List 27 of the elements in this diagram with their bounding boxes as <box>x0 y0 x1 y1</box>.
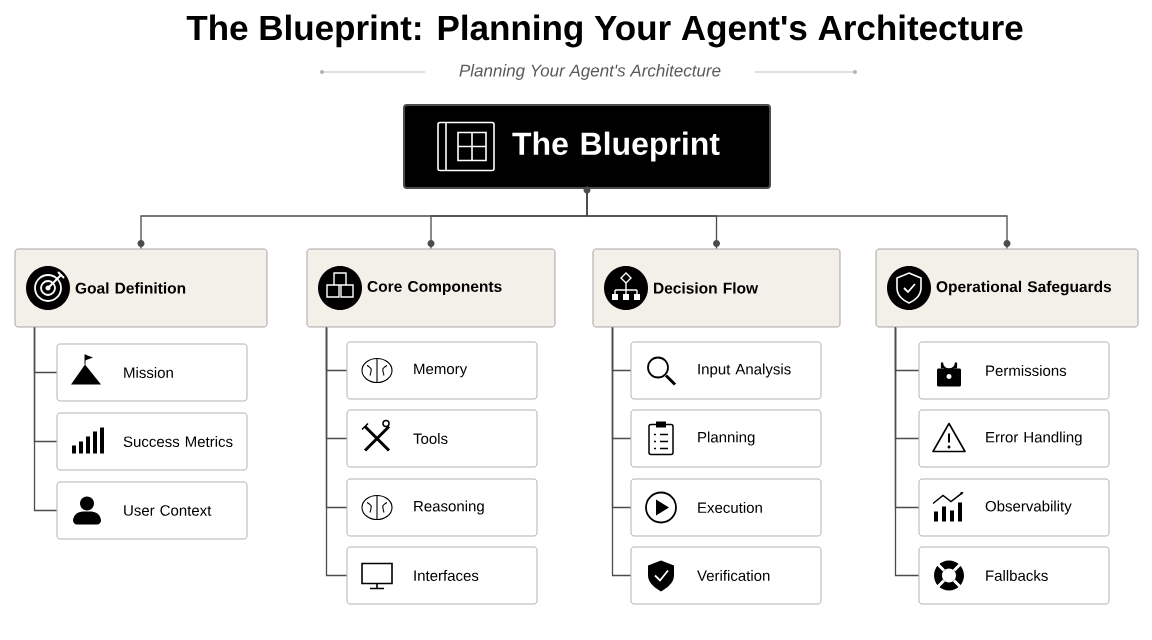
subtitle: Planning Your Agent's Architecture <box>459 64 721 80</box>
connector <box>586 188 1008 250</box>
item-box: Permissions <box>918 341 1110 400</box>
item-box: Input Analysis <box>630 341 822 400</box>
connector <box>325 326 348 577</box>
connector <box>33 326 58 512</box>
item-box: Verification <box>630 546 822 605</box>
title: The Blueprint: Planning Your Agent's Architecture <box>186 14 1023 48</box>
connector <box>611 326 632 577</box>
item-box: Fallbacks <box>918 546 1110 605</box>
category-box: Goal Definition <box>14 240 268 328</box>
category-box: Decision Flow <box>592 240 841 328</box>
item-box: Planning <box>630 409 822 468</box>
item-box: Mission <box>56 343 248 402</box>
item-box: Memory <box>346 341 538 400</box>
category-box: Core Components <box>306 240 556 328</box>
item-box: Success Metrics <box>56 412 248 471</box>
item-box: Observability <box>918 478 1110 537</box>
item-box: Interfaces <box>346 546 538 605</box>
item-box: User Context <box>56 481 248 540</box>
item-box: Tools <box>346 409 538 468</box>
category-box: Operational Safeguards <box>875 240 1139 328</box>
item-box: Reasoning <box>346 478 538 537</box>
connector <box>894 326 920 577</box>
item-box: Error Handling <box>918 409 1110 468</box>
blueprint-box: The Blueprint <box>403 104 771 194</box>
item-box: Execution <box>630 478 822 537</box>
